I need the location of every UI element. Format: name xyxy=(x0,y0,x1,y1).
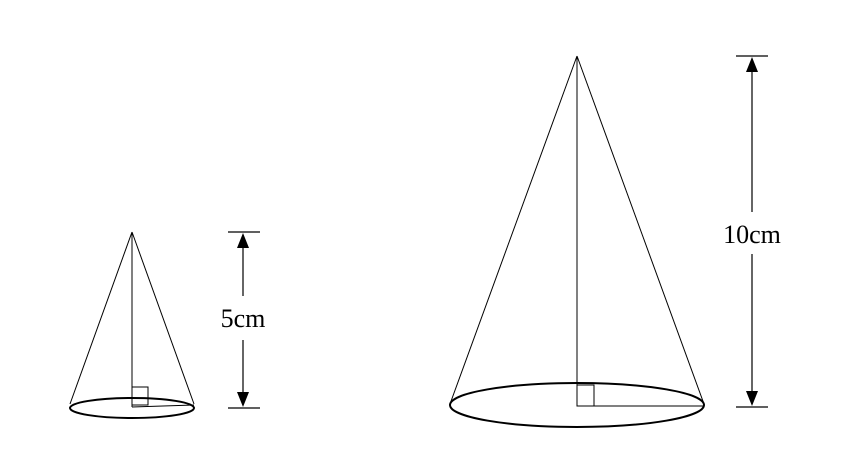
small-cone-right-angle-mark xyxy=(131,386,149,406)
large-cone-left-slant xyxy=(449,55,578,405)
small-cone-left-slant xyxy=(69,231,133,405)
large-dim-down-arrow xyxy=(746,391,758,406)
small-cone-height-label: 5cm xyxy=(221,304,266,333)
large-dim-up-arrow xyxy=(746,57,758,72)
large-cone-right-angle-mark xyxy=(576,384,595,407)
small-cone xyxy=(69,231,195,419)
large-cone-dimension: 10cm xyxy=(723,55,781,408)
large-cone-right-slant xyxy=(576,55,705,405)
small-cone-radius-line xyxy=(131,404,195,408)
small-cone-base-ellipse xyxy=(69,397,195,419)
small-dim-down-arrow xyxy=(237,392,249,407)
small-cone-right-slant xyxy=(131,231,195,405)
large-cone xyxy=(449,55,705,428)
large-cone-height-label: 10cm xyxy=(723,220,781,249)
small-dim-up-arrow xyxy=(237,233,249,248)
large-cone-base-ellipse xyxy=(449,382,705,428)
small-cone-dimension: 5cm xyxy=(221,231,266,409)
